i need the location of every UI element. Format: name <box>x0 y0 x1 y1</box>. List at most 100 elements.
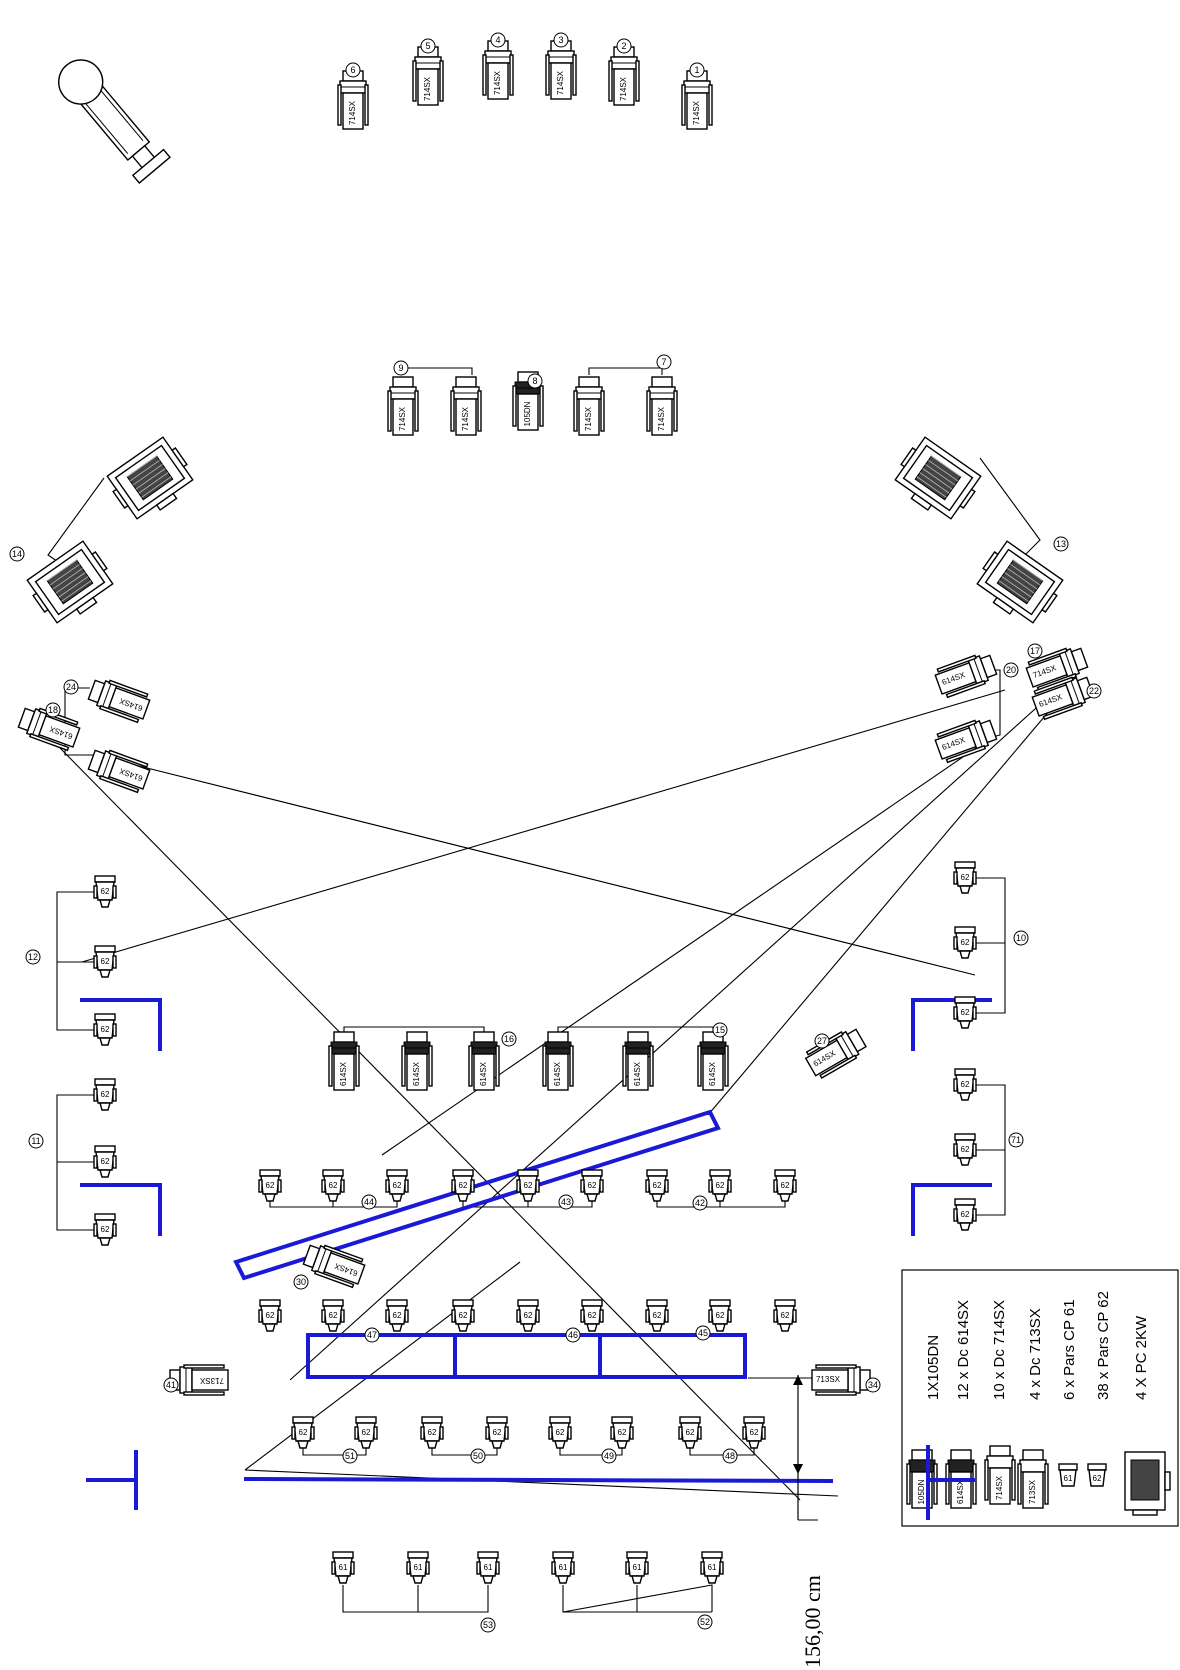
svg-text:14: 14 <box>12 549 22 559</box>
svg-text:11: 11 <box>31 1136 40 1146</box>
legend-par-icon: 62 <box>1087 1463 1107 1487</box>
channel-number: 51 <box>342 1448 358 1464</box>
svg-text:46: 46 <box>568 1330 578 1340</box>
par-can-icon: 62 <box>953 1133 977 1166</box>
channel-number: 14 <box>9 546 25 562</box>
legend-entry: 4 X PC 2KW <box>1133 1315 1150 1400</box>
dimension: 156,00 cm <box>793 1375 825 1668</box>
svg-text:713SX: 713SX <box>1028 1479 1037 1504</box>
profile-spot-icon: 714SX <box>646 376 678 436</box>
channel-number: 42 <box>692 1195 708 1211</box>
pc-2kw-icon <box>894 436 982 520</box>
fixture-label: 614SX <box>412 1061 421 1086</box>
profile-spot-icon: 614SX <box>302 1244 366 1289</box>
channel-number: 1 <box>689 62 705 78</box>
svg-text:1: 1 <box>694 65 699 75</box>
par-can-icon: 62 <box>548 1416 572 1449</box>
fixture-label: 62 <box>781 1181 790 1190</box>
fixture-label: 62 <box>653 1181 662 1190</box>
par-can-icon: 62 <box>580 1299 604 1332</box>
fixture-label: 62 <box>618 1428 627 1437</box>
channel-number: 30 <box>293 1274 309 1290</box>
par-can-icon: 61 <box>476 1551 500 1584</box>
fixture-label: 714SX <box>584 406 593 431</box>
profile-spot-icon: 714SX <box>681 70 713 130</box>
profile-spot-icon: 713SX <box>811 1364 871 1396</box>
fixture-label: 714SX <box>348 100 357 125</box>
truss-outlines <box>80 998 992 1510</box>
svg-text:71: 71 <box>1011 1135 1021 1145</box>
svg-text:43: 43 <box>561 1197 571 1207</box>
par-can-icon: 62 <box>354 1416 378 1449</box>
svg-text:18: 18 <box>48 705 58 715</box>
fixture-label: 62 <box>101 1225 110 1234</box>
par-can-icon: 62 <box>385 1169 409 1202</box>
channel-number: 10 <box>1013 930 1029 946</box>
fixture-label: 62 <box>101 1157 110 1166</box>
par-can-icon: 62 <box>678 1416 702 1449</box>
fixture-label: 105DN <box>523 401 532 426</box>
fixture-label: 62 <box>101 957 110 966</box>
par-can-icon: 62 <box>953 996 977 1029</box>
svg-text:614SX: 614SX <box>956 1479 965 1504</box>
legend-pc-icon <box>1124 1451 1171 1516</box>
par-can-icon: 62 <box>485 1416 509 1449</box>
legend-entry: 38 x Pars CP 62 <box>1095 1291 1112 1400</box>
dimension-label: 156,00 cm <box>800 1575 825 1668</box>
par-can-icon: 62 <box>420 1416 444 1449</box>
svg-text:20: 20 <box>1006 665 1016 675</box>
channel-number: 71 <box>1008 1132 1024 1148</box>
svg-text:62: 62 <box>1093 1474 1102 1483</box>
fixture-label: 614SX <box>633 1061 642 1086</box>
channel-number: 18 <box>45 702 61 718</box>
par-can-icon: 62 <box>708 1169 732 1202</box>
svg-text:47: 47 <box>367 1330 377 1340</box>
svg-text:714SX: 714SX <box>995 1475 1004 1500</box>
fixture-label: 62 <box>961 1008 970 1017</box>
par-can-icon: 61 <box>406 1551 430 1584</box>
par-can-icon: 62 <box>93 1013 117 1046</box>
channel-number: 46 <box>565 1327 581 1343</box>
fixture-label: 62 <box>393 1311 402 1320</box>
channel-number: 41 <box>163 1377 179 1393</box>
fixture-label: 714SX <box>423 76 432 101</box>
fixture-label: 714SX <box>461 406 470 431</box>
par-can-icon: 62 <box>321 1169 345 1202</box>
channel-number: 2 <box>616 38 632 54</box>
channel-number: 12 <box>25 949 41 965</box>
svg-text:10: 10 <box>1016 933 1026 943</box>
profile-spot-icon: 714SX <box>337 70 369 130</box>
legend-entry: 10 x Dc 714SX <box>991 1300 1008 1400</box>
profile-spot-icon: 614SX <box>87 679 151 724</box>
svg-text:3: 3 <box>558 35 563 45</box>
pc-2kw-icon <box>106 436 194 520</box>
par-can-icon: 62 <box>93 1213 117 1246</box>
legend-entry: 1X105DN <box>925 1335 942 1400</box>
fixture-label: 714SX <box>493 70 502 95</box>
svg-text:12: 12 <box>28 952 38 962</box>
channel-number: 49 <box>601 1448 617 1464</box>
fixture-label: 714SX <box>398 406 407 431</box>
channel-number: 16 <box>501 1031 517 1047</box>
par-can-icon: 62 <box>516 1169 540 1202</box>
fixture-label: 62 <box>329 1311 338 1320</box>
svg-text:42: 42 <box>695 1198 705 1208</box>
fixture-label: 62 <box>961 873 970 882</box>
legend-entry: 6 x Pars CP 61 <box>1061 1299 1078 1400</box>
fixture-label: 62 <box>524 1181 533 1190</box>
fixture-label: 714SX <box>692 100 701 125</box>
fixtures: 714SX 714SX 714SX 714SX 714SX 714SX 714SX 714SX… <box>17 40 1095 1584</box>
par-can-icon: 61 <box>551 1551 575 1584</box>
channel-number: 27 <box>814 1033 830 1049</box>
profile-spot-icon: 614SX <box>468 1031 500 1091</box>
fixture-label: 62 <box>459 1311 468 1320</box>
svg-text:105DN: 105DN <box>917 1479 926 1504</box>
par-can-icon: 62 <box>953 926 977 959</box>
profile-spot-icon: 713SX <box>169 1364 229 1396</box>
par-can-icon: 62 <box>258 1299 282 1332</box>
fixture-label: 61 <box>559 1563 568 1572</box>
fixture-label: 61 <box>708 1563 717 1572</box>
profile-spot-icon: 614SX <box>934 654 998 699</box>
